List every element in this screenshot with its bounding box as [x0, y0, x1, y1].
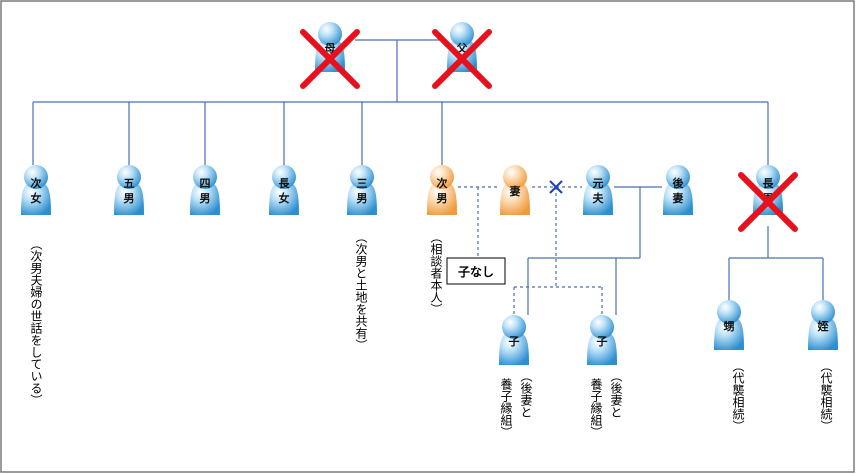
person-wife: 妻 — [500, 165, 530, 215]
person-label: 男 — [437, 192, 448, 205]
relationship-lines — [32, 39, 824, 315]
divorce-mark — [549, 180, 563, 194]
deceased-marks — [300, 29, 798, 232]
person-body — [499, 332, 529, 365]
person-body — [347, 182, 377, 215]
person-body — [21, 182, 51, 215]
person-head — [503, 165, 527, 189]
person-body — [714, 317, 744, 350]
notes-layer: （次男夫婦の世話をしている）（次男と土地を共有）（相談者本人）（後妻と養子縁組）… — [29, 231, 833, 438]
person-label: 三 — [357, 177, 368, 190]
person-label: 次 — [31, 176, 42, 190]
person-child-1: 子 — [499, 315, 529, 365]
note-text: （次男夫婦の世話をしている） — [29, 238, 43, 406]
person-head — [193, 165, 217, 189]
person-label: 長 — [763, 177, 775, 190]
person-body — [500, 182, 530, 215]
person-label: 五 — [124, 177, 135, 190]
person-head — [756, 165, 780, 189]
third-son-note: （次男と土地を共有） — [354, 231, 368, 351]
person-body — [583, 182, 613, 215]
person-label: 甥 — [724, 320, 735, 333]
person-head — [272, 165, 296, 189]
person-label: 女 — [31, 191, 42, 205]
person-body — [114, 182, 144, 215]
person-head — [318, 22, 342, 46]
note-text: （後妻と — [609, 370, 623, 418]
person-label: 男 — [200, 192, 211, 205]
person-head — [717, 300, 741, 324]
note-text: （次男と土地を共有） — [354, 231, 368, 351]
person-label: 母 — [325, 42, 336, 55]
person-child-2: 子 — [587, 315, 617, 365]
person-head — [502, 315, 526, 339]
person-label: 長 — [279, 177, 291, 190]
person-label: 女 — [279, 191, 290, 205]
note-text: （代襲相続） — [731, 360, 745, 432]
person-fifth-son: 五男 — [114, 165, 144, 215]
person-niece: 姪 — [808, 300, 838, 350]
person-head — [450, 22, 474, 46]
person-head — [350, 165, 374, 189]
person-body — [427, 182, 457, 215]
person-label: 妻 — [510, 184, 521, 198]
second-son-note: （相談者本人） — [429, 231, 443, 315]
person-body — [269, 182, 299, 215]
person-second-daughter: 次女 — [21, 165, 51, 215]
person-head — [811, 300, 835, 324]
person-label: 元 — [593, 177, 604, 190]
nephew-note: （代襲相続） — [731, 360, 745, 432]
person-label: 後 — [673, 176, 685, 190]
note-text: （相談者本人） — [429, 231, 443, 315]
note-text: （代襲相続） — [819, 360, 833, 432]
person-nephew: 甥 — [714, 300, 744, 350]
no-children-box: 子なし — [446, 257, 506, 285]
person-label: 男 — [124, 192, 135, 205]
niece-note: （代襲相続） — [819, 360, 833, 432]
person-label: 次 — [437, 176, 448, 190]
deceased-cross-icon — [432, 29, 492, 89]
person-head — [117, 165, 141, 189]
deceased-cross-icon — [738, 172, 798, 232]
person-label: 四 — [200, 177, 211, 190]
person-second-wife: 後妻 — [663, 165, 693, 215]
person-body — [808, 317, 838, 350]
person-head — [586, 165, 610, 189]
note-text: 養子縁組） — [589, 377, 603, 438]
note-text: （後妻と — [519, 370, 533, 418]
person-label: 妻 — [673, 191, 684, 205]
person-third-son: 三男 — [347, 165, 377, 215]
person-body — [190, 182, 220, 215]
person-ex-husband: 元夫 — [583, 165, 613, 215]
no-children-label: 子なし — [458, 265, 494, 279]
second-daughter-note: （次男夫婦の世話をしている） — [29, 238, 43, 406]
person-label: 夫 — [593, 191, 605, 205]
person-body — [663, 182, 693, 215]
person-fourth-son: 四男 — [190, 165, 220, 215]
person-head — [590, 315, 614, 339]
person-label: 男 — [357, 192, 368, 205]
person-second-son: 次男 — [427, 165, 457, 215]
person-label: 子 — [509, 335, 520, 348]
person-head — [666, 165, 690, 189]
deceased-cross-icon — [300, 29, 360, 89]
person-head — [430, 165, 454, 189]
person-eldest-daughter: 長女 — [269, 165, 299, 215]
person-head — [24, 165, 48, 189]
person-body — [587, 332, 617, 365]
person-label: 姪 — [818, 319, 829, 333]
note-text: 養子縁組） — [499, 377, 513, 438]
person-label: 子 — [597, 335, 608, 348]
